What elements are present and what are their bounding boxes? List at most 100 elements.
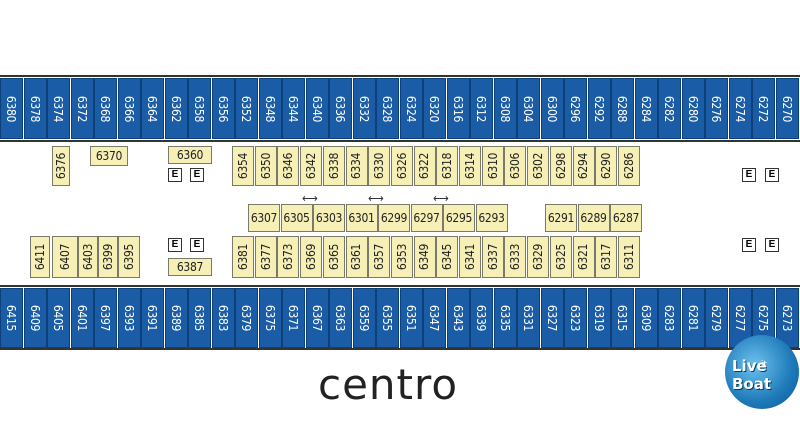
cabin[interactable]: 6321 — [572, 236, 595, 278]
cabin[interactable]: 6306 — [504, 146, 527, 186]
cabin[interactable]: 6358 — [188, 78, 211, 139]
cabin[interactable]: 6300 — [540, 78, 564, 139]
cabin[interactable]: 6360 — [168, 146, 212, 164]
cabin[interactable]: 6288 — [611, 78, 634, 139]
cabin[interactable]: 6376 — [52, 146, 70, 186]
cabin[interactable]: 6363 — [329, 288, 352, 348]
cabin[interactable]: 6377 — [254, 236, 277, 278]
cabin[interactable]: 6342 — [300, 146, 323, 186]
cabin[interactable]: 6316 — [446, 78, 470, 139]
cabin[interactable]: 6284 — [634, 78, 658, 139]
cabin[interactable]: 6349 — [413, 236, 436, 278]
cabin[interactable]: 6411 — [30, 236, 50, 278]
cabin[interactable]: 6308 — [493, 78, 517, 139]
cabin[interactable]: 6330 — [368, 146, 391, 186]
cabin[interactable]: 6362 — [164, 78, 188, 139]
cabin[interactable]: 6310 — [481, 146, 504, 186]
cabin[interactable]: 6329 — [527, 236, 550, 278]
cabin[interactable]: 6299 — [378, 204, 410, 232]
cabin[interactable]: 6355 — [376, 288, 399, 348]
cabin[interactable]: 6281 — [681, 288, 705, 348]
cabin[interactable]: 6294 — [572, 146, 595, 186]
cabin[interactable]: 6319 — [587, 288, 611, 348]
cabin[interactable]: 6286 — [617, 146, 640, 186]
cabin[interactable]: 6312 — [470, 78, 493, 139]
cabin[interactable]: 6359 — [352, 288, 376, 348]
cabin[interactable]: 6397 — [94, 288, 117, 348]
cabin[interactable]: 6345 — [436, 236, 459, 278]
cabin[interactable]: 6387 — [168, 258, 212, 276]
cabin[interactable]: 6298 — [549, 146, 572, 186]
cabin[interactable]: 6337 — [481, 236, 504, 278]
cabin[interactable]: 6274 — [728, 78, 752, 139]
cabin[interactable]: 6409 — [23, 288, 47, 348]
cabin[interactable]: 6357 — [368, 236, 391, 278]
cabin[interactable]: 6270 — [775, 78, 799, 139]
cabin[interactable]: 6279 — [705, 288, 728, 348]
cabin[interactable]: 6401 — [70, 288, 94, 348]
cabin[interactable]: 6325 — [549, 236, 572, 278]
cabin[interactable]: 6303 — [313, 204, 345, 232]
cabin[interactable]: 6322 — [413, 146, 436, 186]
cabin[interactable]: 6389 — [164, 288, 188, 348]
cabin[interactable]: 6314 — [459, 146, 481, 186]
cabin[interactable]: 6365 — [322, 236, 345, 278]
cabin[interactable]: 6350 — [254, 146, 277, 186]
cabin[interactable]: 6293 — [475, 204, 508, 232]
cabin[interactable]: 6364 — [141, 78, 164, 139]
cabin[interactable]: 6276 — [705, 78, 728, 139]
cabin[interactable]: 6307 — [248, 204, 280, 232]
cabin[interactable]: 6380 — [0, 78, 23, 139]
cabin[interactable]: 6304 — [517, 78, 540, 139]
cabin[interactable]: 6272 — [752, 78, 775, 139]
cabin[interactable]: 6372 — [70, 78, 94, 139]
cabin[interactable]: 6331 — [517, 288, 540, 348]
cabin[interactable]: 6348 — [258, 78, 282, 139]
cabin[interactable]: 6385 — [188, 288, 211, 348]
cabin[interactable]: 6369 — [300, 236, 323, 278]
cabin[interactable]: 6405 — [47, 288, 70, 348]
cabin[interactable]: 6318 — [436, 146, 459, 186]
cabin[interactable]: 6289 — [577, 204, 610, 232]
cabin[interactable]: 6335 — [493, 288, 517, 348]
cabin[interactable]: 6336 — [329, 78, 352, 139]
cabin[interactable]: 6323 — [564, 288, 587, 348]
cabin[interactable]: 6368 — [94, 78, 117, 139]
cabin[interactable]: 6301 — [345, 204, 378, 232]
cabin[interactable]: 6366 — [117, 78, 141, 139]
cabin[interactable]: 6391 — [141, 288, 164, 348]
cabin[interactable]: 6353 — [390, 236, 413, 278]
cabin[interactable]: 6351 — [399, 288, 423, 348]
cabin[interactable]: 6296 — [564, 78, 587, 139]
cabin[interactable]: 6381 — [232, 236, 254, 278]
cabin[interactable]: 6403 — [78, 236, 98, 278]
cabin[interactable]: 6393 — [117, 288, 141, 348]
cabin[interactable]: 6327 — [540, 288, 564, 348]
cabin[interactable]: 6282 — [658, 78, 681, 139]
cabin[interactable]: 6305 — [280, 204, 313, 232]
cabin[interactable]: 6344 — [282, 78, 305, 139]
cabin[interactable]: 6343 — [446, 288, 470, 348]
cabin[interactable]: 6415 — [0, 288, 23, 348]
cabin[interactable]: 6297 — [410, 204, 443, 232]
cabin[interactable]: 6309 — [634, 288, 658, 348]
cabin[interactable]: 6375 — [258, 288, 282, 348]
cabin[interactable]: 6395 — [118, 236, 140, 278]
cabin[interactable]: 6374 — [47, 78, 70, 139]
cabin[interactable]: 6283 — [658, 288, 681, 348]
cabin[interactable]: 6361 — [345, 236, 368, 278]
cabin[interactable]: 6340 — [305, 78, 329, 139]
cabin[interactable]: 6315 — [611, 288, 634, 348]
cabin[interactable]: 6295 — [443, 204, 475, 232]
cabin[interactable]: 6383 — [211, 288, 235, 348]
cabin[interactable]: 6370 — [90, 146, 128, 166]
cabin[interactable]: 6371 — [282, 288, 305, 348]
cabin[interactable]: 6332 — [352, 78, 376, 139]
cabin[interactable]: 6317 — [595, 236, 618, 278]
cabin[interactable]: 6311 — [617, 236, 640, 278]
cabin[interactable]: 6320 — [423, 78, 446, 139]
cabin[interactable]: 6334 — [345, 146, 368, 186]
cabin[interactable]: 6354 — [232, 146, 254, 186]
cabin[interactable]: 6399 — [98, 236, 118, 278]
cabin[interactable]: 6339 — [470, 288, 493, 348]
